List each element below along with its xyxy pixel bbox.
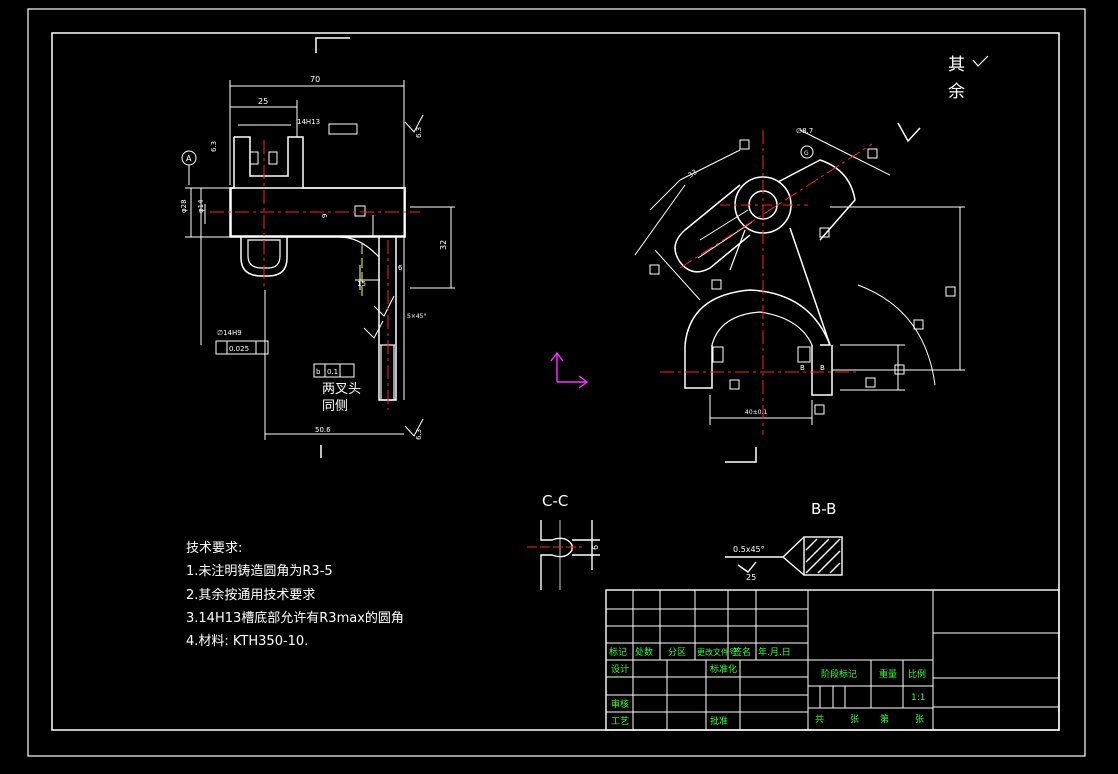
tech-item-3: 3.14H13槽底部允许有R3max的圆角 bbox=[186, 611, 404, 626]
dim-15: 15 bbox=[357, 280, 366, 288]
cc-dim: 6 bbox=[591, 545, 600, 550]
tb-header-zone: 分区 bbox=[668, 647, 686, 658]
fork-note-2: 同侧 bbox=[322, 399, 348, 414]
dim-14h13: 14H13 bbox=[297, 118, 320, 126]
tb-stage-mark: 阶段标记 bbox=[821, 668, 857, 680]
tb-header-date: 年.月.日 bbox=[758, 646, 791, 658]
dim-9: 9 bbox=[321, 214, 329, 218]
rest-rough-symbol bbox=[972, 55, 989, 67]
section-bb bbox=[725, 536, 843, 576]
tb-sheet-word2: 张 bbox=[915, 714, 924, 725]
dim-phi14: φ14 bbox=[197, 199, 205, 213]
dim-63-top: 6.3 bbox=[210, 141, 218, 152]
tb-process: 工艺 bbox=[611, 716, 629, 727]
mark-b-right: B bbox=[820, 364, 825, 372]
tb-standardize: 标准化 bbox=[710, 663, 737, 675]
dim-32: 32 bbox=[439, 240, 448, 250]
tb-sheet-no: 第 bbox=[880, 713, 889, 725]
tech-item-2: 2.其余按通用技术要求 bbox=[186, 588, 316, 603]
datum-a: A bbox=[186, 154, 192, 163]
section-cc bbox=[540, 520, 600, 590]
tb-review: 审核 bbox=[611, 698, 629, 710]
tol-b: b bbox=[316, 368, 321, 376]
bb-rough: 25 bbox=[746, 573, 756, 582]
bb-chamfer: 0.5x45° bbox=[733, 545, 765, 554]
tb-header-sign: 签名 bbox=[733, 646, 751, 658]
tech-title: 技术要求: bbox=[186, 541, 243, 556]
section-cc-title: C-C bbox=[542, 492, 568, 510]
tb-approve: 批准 bbox=[710, 715, 728, 727]
rest-mark-2: 余 bbox=[948, 82, 965, 102]
title-block bbox=[605, 589, 1060, 731]
dim-25: 25 bbox=[258, 97, 268, 106]
inner-frame bbox=[51, 32, 1060, 731]
fork-note-1: 两叉头 bbox=[322, 382, 361, 397]
dim-phi87: ∅8.7 bbox=[796, 127, 813, 135]
ucs-icon bbox=[550, 351, 589, 389]
tb-header-change: 更改文件号 bbox=[697, 647, 737, 657]
tb-design: 设计 bbox=[611, 663, 629, 675]
dim-phi28: φ28 bbox=[180, 199, 188, 213]
dim-33: 33 bbox=[687, 168, 699, 180]
right-centerline-diag bbox=[679, 143, 873, 269]
tb-scale: 比例 bbox=[908, 668, 926, 680]
section-bb-title: B-B bbox=[811, 500, 836, 518]
tb-header-mark: 标记 bbox=[609, 646, 627, 658]
dim-tol: 0.025 bbox=[229, 345, 249, 353]
mark-g: G bbox=[804, 150, 809, 157]
outer-frame bbox=[27, 8, 1086, 757]
tech-item-1: 1.未注明铸造圆角为R3-5 bbox=[186, 564, 333, 579]
dim-hole: ∅14H9 bbox=[217, 329, 242, 337]
tb-weight: 重量 bbox=[879, 668, 897, 680]
dim-63-right: 6.3 bbox=[415, 127, 423, 138]
dim-70: 70 bbox=[310, 75, 320, 84]
rest-mark: 其 bbox=[948, 55, 965, 75]
dim-40: 40±0.1 bbox=[745, 409, 767, 416]
mark-b-left: B bbox=[800, 364, 805, 372]
dim-6: 6 bbox=[398, 264, 403, 272]
dim-50: 50.6 bbox=[315, 426, 331, 434]
tol-01: 0.1 bbox=[327, 368, 338, 376]
tb-sheet-total: 共 bbox=[815, 714, 824, 725]
tb-header-count: 处数 bbox=[635, 646, 653, 658]
right-view bbox=[634, 122, 965, 463]
title-block-text: 标记 处数 分区 更改文件号 签名 年.月.日 设计 标准化 审核 工艺 批准 … bbox=[609, 646, 926, 727]
tb-sheet-word: 张 bbox=[850, 714, 859, 725]
tb-scale-value: 1:1 bbox=[911, 693, 925, 703]
section-mark-top bbox=[315, 37, 350, 53]
tech-item-4: 4.材料: KTH350-10. bbox=[186, 634, 309, 649]
dim-5x45: 5×45° bbox=[407, 313, 426, 320]
dim-63-bottom: 6.3 bbox=[415, 429, 423, 440]
